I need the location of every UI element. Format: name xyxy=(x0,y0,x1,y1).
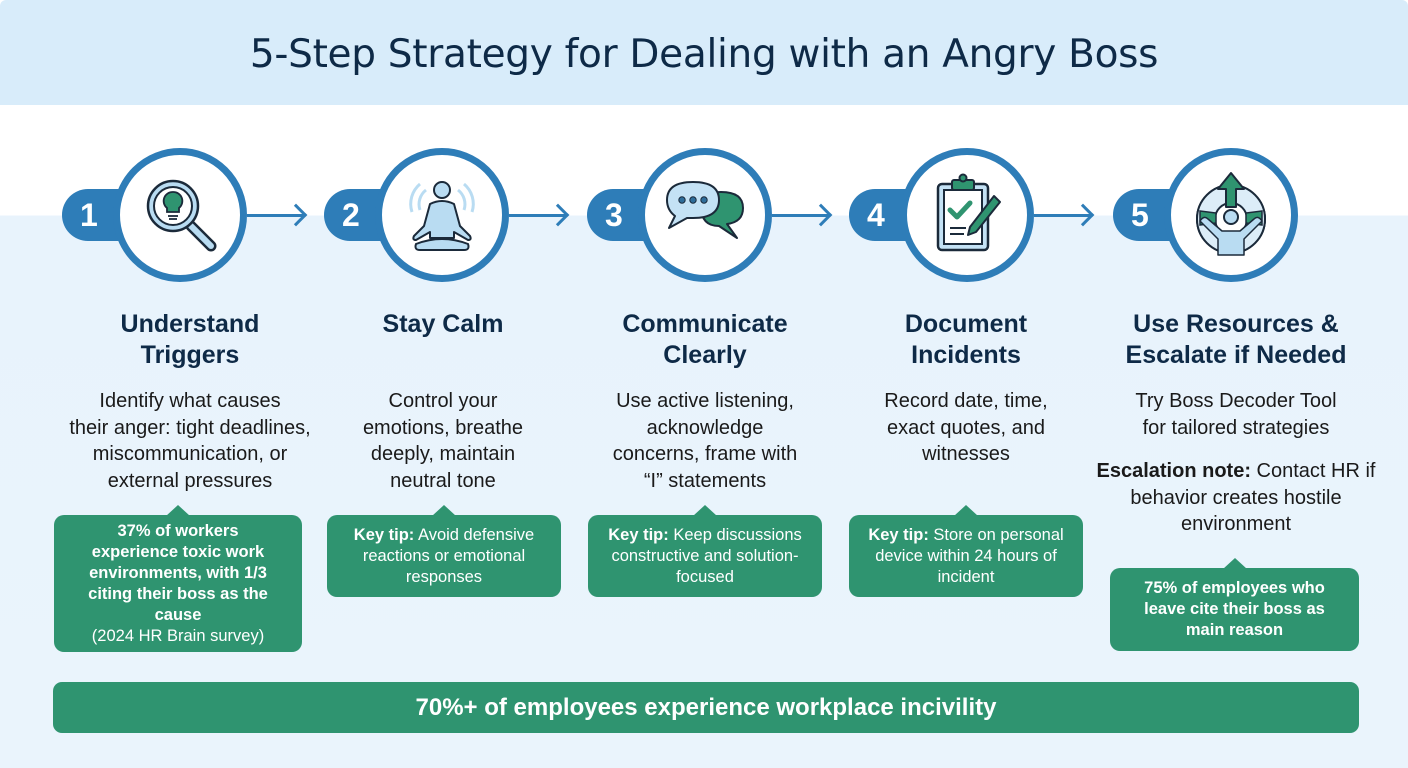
key-tip-label: Key tip: xyxy=(608,525,669,544)
step-description: Identify what causes their anger: tight … xyxy=(69,390,311,492)
clipboard-check-icon xyxy=(936,173,1001,252)
escalation-note: Escalation note: Contact HR if behavior … xyxy=(1096,460,1376,535)
step-icon-circle xyxy=(375,148,509,282)
stat-callout: 37% of workers experience toxic work env… xyxy=(54,505,302,652)
stat-callout: 75% of employees who leave cite their bo… xyxy=(1110,558,1359,651)
step-title: Use Resources &Escalate if Needed xyxy=(1125,310,1347,369)
step-description: Use active listening, acknowledge concer… xyxy=(612,390,798,492)
step-icon-circle xyxy=(900,148,1034,282)
key-tip-callout: Key tip: Avoid defensive reactions or em… xyxy=(327,505,561,597)
step-icon-circle xyxy=(113,148,247,282)
step-content: Use Resources &Escalate if Needed Try Bo… xyxy=(1093,309,1379,538)
escalation-note-label: Escalation note: xyxy=(1096,460,1251,482)
key-tip-label: Key tip: xyxy=(868,525,929,544)
step-description: Record date, time, exact quotes, and wit… xyxy=(884,390,1048,465)
survey-source: (2024 HR Brain survey) xyxy=(91,626,265,645)
magnifier-lightbulb-icon xyxy=(146,179,217,252)
chat-bubbles-icon xyxy=(666,181,744,239)
escalate-lifebuoy-icon xyxy=(1196,172,1266,256)
arrow-connector xyxy=(509,214,565,217)
arrow-connector xyxy=(772,214,828,217)
meditation-icon xyxy=(409,181,475,251)
step-description: Try Boss Decoder Tool for tailored strat… xyxy=(1135,390,1337,439)
arrow-connector xyxy=(1034,214,1090,217)
header-banner: 5-Step Strategy for Dealing with an Angr… xyxy=(0,0,1408,105)
step-content: Stay Calm Control your emotions, breathe… xyxy=(313,309,573,494)
key-tip-callout: Key tip: Store on personal device within… xyxy=(849,505,1083,597)
step-description: Control your emotions, breathe deeply, m… xyxy=(362,390,524,492)
arrow-connector xyxy=(247,214,303,217)
step-icon-circle xyxy=(638,148,772,282)
page-title: 5-Step Strategy for Dealing with an Angr… xyxy=(249,32,1159,77)
step-icon-circle xyxy=(1164,148,1298,282)
step-title: Stay Calm xyxy=(382,310,504,338)
key-tip-callout: Key tip: Keep discussions constructive a… xyxy=(588,505,822,597)
footer-stat-banner: 70%+ of employees experience workplace i… xyxy=(53,682,1359,733)
key-tip-label: Key tip: xyxy=(353,525,415,544)
